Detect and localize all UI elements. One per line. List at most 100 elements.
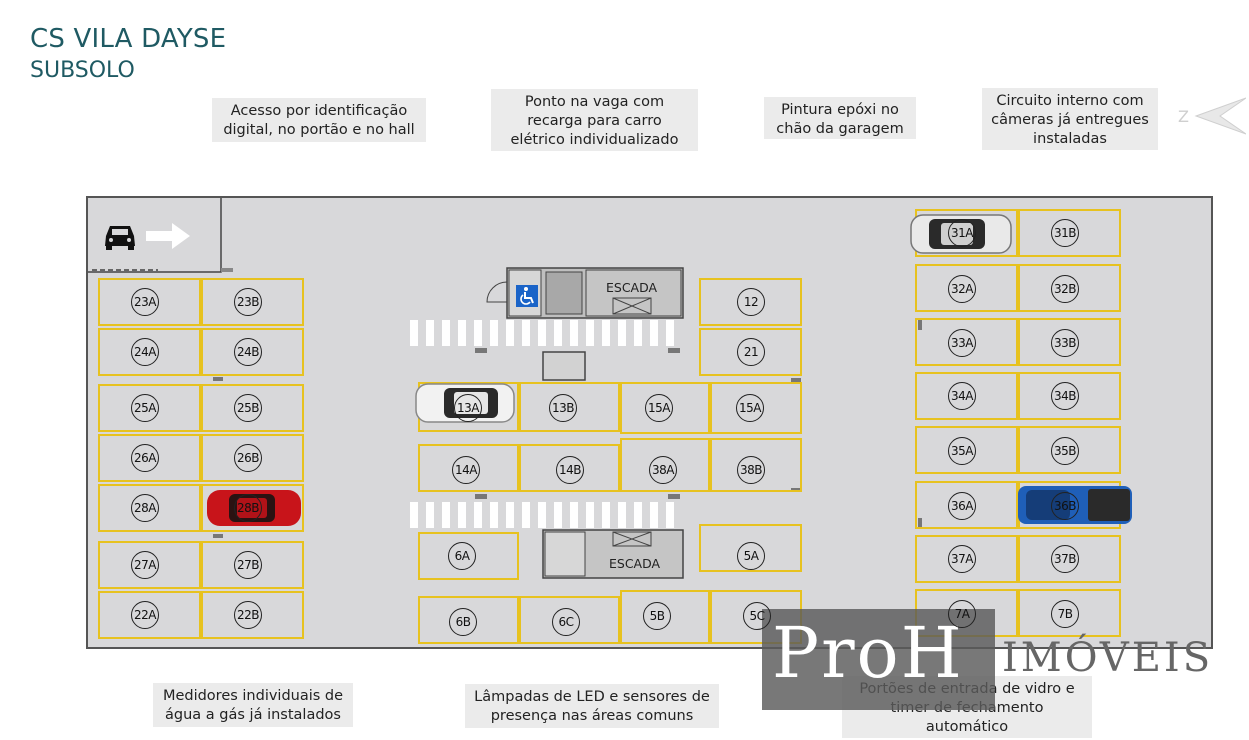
page-subtitle: SUBSOLO [30,58,135,83]
north-arrow-icon: Z [1178,97,1246,135]
parking-stall [915,372,1018,420]
parking-spot-label: 33B [1051,329,1079,357]
parking-spot-label: 31A [948,219,976,247]
parking-stall [1018,318,1121,366]
parking-stall [620,438,710,492]
parking-spot-label: 5C [743,602,771,630]
parking-spot-label: 25B [234,394,262,422]
parking-spot-label: 27B [234,551,262,579]
parking-stall [710,382,802,434]
parking-spot-label: 36A [948,492,976,520]
parking-spot-label: 14B [556,456,584,484]
parking-spot-label: 32A [948,275,976,303]
parking-stall [201,484,304,532]
parking-spot-label: 38A [649,456,677,484]
parking-spot-label: 37B [1051,545,1079,573]
parking-spot-label: 27A [131,551,159,579]
parking-stall [915,426,1018,474]
parking-spot-label: 23A [131,288,159,316]
parking-stall [201,591,304,639]
parking-spot-label: 28B [234,494,262,522]
watermark-brand: ProH [772,612,964,694]
parking-spot-label: 26B [234,444,262,472]
plan-structure [88,198,922,579]
parking-stall [1018,589,1121,637]
parking-spot-label: 24A [131,338,159,366]
parking-stall [98,328,201,376]
callout-led-lights: Lâmpadas de LED e sensores de presença n… [465,684,719,728]
parking-spot-label: 13B [549,394,577,422]
parking-spot-label: 21 [737,338,765,366]
parking-spot-label: 15A [736,394,764,422]
parking-stall [418,444,519,492]
parking-spot-label: 28A [131,494,159,522]
parking-spot-label: 26A [131,444,159,472]
callout-cameras: Circuito interno com câmeras já entregue… [982,88,1158,150]
parking-spot-label: 24B [234,338,262,366]
callout-digital-access: Acesso por identificação digital, no por… [212,98,426,142]
parking-stall [699,524,802,572]
parking-stall [1018,535,1121,583]
parking-spot-label: 6A [448,542,476,570]
pedestrian-crossing-top [410,320,682,346]
parking-spot-label: 31B [1051,219,1079,247]
parking-stall [915,264,1018,312]
parking-spot-label: 36B [1051,492,1079,520]
brand-watermark: ProH IMÓVEIS [762,609,1249,710]
wheelchair-icon [516,285,538,307]
parking-spot-label: 5B [643,602,671,630]
parking-stall [98,384,201,432]
parking-stall [710,438,802,492]
parking-spot-label: 35B [1051,437,1079,465]
parking-stall [519,444,620,492]
parking-stall [98,484,201,532]
parking-stall [1018,209,1121,257]
parking-stall [519,382,620,432]
parking-spot-label: 6B [449,608,477,636]
parking-spot-label: 13A [454,394,482,422]
entrance-car-icon [105,226,135,250]
parking-spot-label: 12 [737,288,765,316]
parking-spot-label: 34B [1051,382,1079,410]
parking-stall [418,596,519,644]
parking-spot-label: 37A [948,545,976,573]
parking-spot-label: 34A [948,382,976,410]
parking-spot-label: 32B [1051,275,1079,303]
stairs-label-top: ESCADA [606,280,658,295]
parking-spot-label: 25A [131,394,159,422]
parking-stall [98,434,201,482]
watermark-suffix: IMÓVEIS [1002,635,1214,681]
svg-text:Z: Z [1178,107,1189,126]
parking-stall [201,541,304,589]
parking-stall [1018,264,1121,312]
parking-stall [915,318,1018,366]
stairs-label-bottom: ESCADA [609,556,661,571]
garage-floor-plan: ESCADA ESCADA [86,196,1213,649]
parking-stall [620,590,710,644]
parking-spot-label: 38B [737,456,765,484]
pedestrian-crossing-bottom [410,502,682,528]
parking-stall [1018,426,1121,474]
parking-stall [418,532,519,580]
parking-stall [519,596,620,644]
parking-spot-label: 5A [737,542,765,570]
parking-stall [915,535,1018,583]
parking-stall [98,541,201,589]
parking-stall [201,434,304,482]
callout-meters: Medidores individuais de água a gás já i… [153,683,353,727]
parking-spot-label: 23B [234,288,262,316]
entrance-arrow-icon [146,223,190,249]
parking-stall [201,328,304,376]
callout-ev-charging: Ponto na vaga com recarga para carro elé… [491,89,698,151]
page-title: CS VILA DAYSE [30,24,227,54]
callout-epoxy-floor: Pintura epóxi no chão da garagem [764,97,916,139]
parking-spot-label: 33A [948,329,976,357]
parking-stall [1018,372,1121,420]
parking-stall [98,278,201,326]
parking-spot-label: 35A [948,437,976,465]
parking-spot-label: 14A [452,456,480,484]
parking-spot-label: 6C [552,608,580,636]
parking-spot-label: 22A [131,601,159,629]
parking-spot-label: 22B [234,601,262,629]
parking-stall [699,328,802,376]
